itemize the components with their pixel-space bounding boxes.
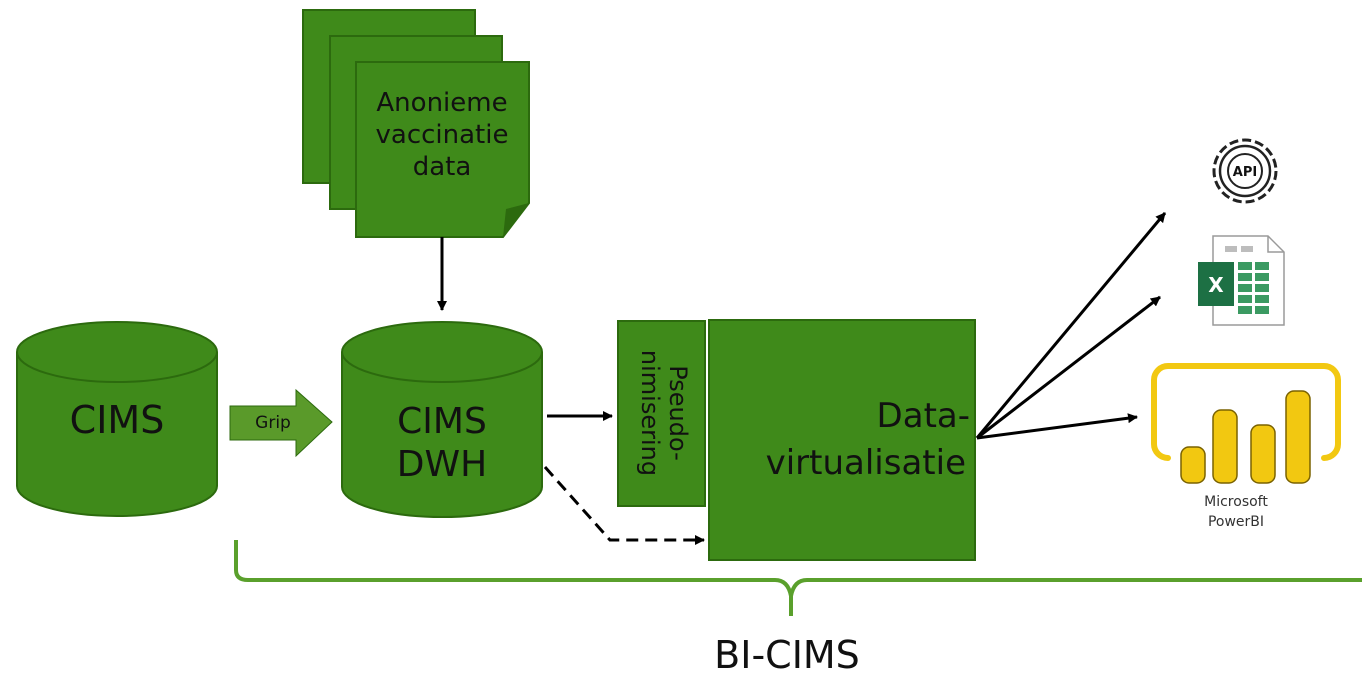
grip-arrow-shape bbox=[229, 388, 333, 458]
document-stack: Anonieme vaccinatie data bbox=[302, 9, 530, 238]
dwh-label-line1: CIMS bbox=[397, 401, 487, 442]
excel-header-bars bbox=[1225, 246, 1253, 252]
cims-cylinder-body bbox=[16, 352, 218, 517]
grip-label: Grip bbox=[255, 413, 291, 433]
powerbi-bar-1 bbox=[1180, 446, 1206, 484]
pseudonimisering-box: Pseudo- nimisering bbox=[617, 320, 706, 507]
grip-arrow: Grip bbox=[229, 388, 333, 458]
excel-grid bbox=[1238, 262, 1269, 314]
document-label-line1: Anonieme bbox=[376, 88, 507, 118]
datavirt-rect bbox=[708, 319, 976, 561]
cims-cylinder-top bbox=[16, 321, 218, 383]
datavirt-label-line1: Data- bbox=[877, 396, 970, 436]
document-fold bbox=[503, 203, 529, 237]
api-label: API bbox=[1233, 165, 1257, 180]
excel-badge-letter: X bbox=[1208, 273, 1224, 297]
dwh-cylinder-body bbox=[341, 352, 543, 518]
pseudo-rect bbox=[617, 320, 706, 507]
dwh-label-line2: DWH bbox=[397, 444, 487, 485]
datavirt-label-line2: virtualisatie bbox=[766, 443, 966, 483]
arrow-to-powerbi bbox=[976, 413, 1138, 440]
arrow-to-api bbox=[975, 212, 1167, 439]
arrow-dwh-to-datavirt-dashed bbox=[543, 466, 705, 545]
powerbi-icon: Microsoft PowerBI bbox=[1151, 363, 1341, 530]
cims-dwh-database: CIMS DWH bbox=[341, 321, 543, 518]
bi-cims-label: BI-CIMS bbox=[714, 633, 860, 673]
api-icon: API bbox=[1212, 138, 1278, 204]
pseudo-label-line2: nimisering bbox=[636, 350, 664, 476]
arrow-to-excel bbox=[976, 295, 1161, 440]
powerbi-bar-3 bbox=[1250, 424, 1276, 484]
dwh-cylinder-top bbox=[341, 321, 543, 383]
datavirtualisatie-box: Data- virtualisatie bbox=[708, 319, 976, 561]
excel-badge bbox=[1198, 262, 1234, 306]
powerbi-bar-2 bbox=[1212, 409, 1238, 484]
powerbi-bar-4 bbox=[1285, 390, 1311, 484]
powerbi-label-line2: PowerBI bbox=[1208, 514, 1264, 530]
document-label-line2: vaccinatie bbox=[376, 120, 509, 150]
excel-icon: X bbox=[1198, 235, 1285, 326]
api-gear-inner bbox=[1227, 153, 1263, 189]
document-label-line3: data bbox=[413, 152, 472, 182]
pseudo-label-line1: Pseudo- bbox=[664, 365, 692, 461]
powerbi-label-line1: Microsoft bbox=[1204, 494, 1268, 510]
cims-label: CIMS bbox=[70, 398, 165, 442]
excel-sheet-fold bbox=[1267, 236, 1284, 253]
cims-database: CIMS bbox=[16, 321, 218, 517]
powerbi-frame bbox=[1151, 363, 1341, 461]
bi-cims-bracket bbox=[234, 540, 1362, 616]
